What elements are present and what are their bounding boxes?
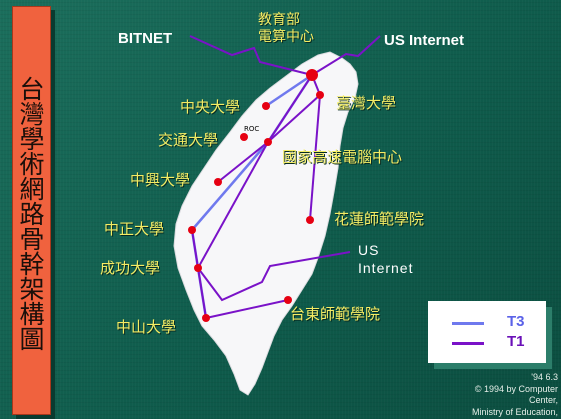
legend-label-t1: T1 — [507, 333, 525, 350]
legend: T3 T1 — [428, 301, 546, 363]
legend-label-t3: T3 — [507, 313, 525, 330]
legend-swatch-t1 — [452, 342, 484, 345]
t3-link-nctu-ccu — [191, 141, 269, 231]
label-nchu: 中興大學 — [130, 171, 191, 189]
label-taitung: 台東師範學院 — [290, 305, 381, 323]
node-code-label: ROC — [244, 125, 260, 133]
label-ccu: 中正大學 — [104, 220, 165, 238]
node-ntu — [316, 91, 324, 99]
t1-link-nctu-ncku — [197, 141, 269, 269]
credit-date: '94 6.3 — [531, 372, 558, 382]
t1-link-ntu-nctu — [267, 94, 321, 143]
node-nctu — [264, 138, 272, 146]
label-ncku: 成功大學 — [100, 259, 161, 277]
label-us-internet-top: US Internet — [384, 32, 465, 49]
nodes — [188, 69, 324, 322]
node-nsysu — [202, 314, 210, 322]
t3-link-moe-ncu — [265, 73, 313, 108]
legend-item-t3: T3 — [452, 313, 542, 331]
us-internet-top-link — [311, 35, 381, 76]
node-moe-center — [306, 69, 318, 81]
label-us-internet-mid-2: Internet — [358, 260, 414, 276]
title-banner: 台灣學術網路骨幹架構圖 — [12, 6, 51, 415]
t1-link-nctu-nchu — [217, 141, 269, 183]
credit-organization: Ministry of Education, R.O.C. — [471, 406, 558, 419]
node-taitung — [284, 296, 292, 304]
t1-link-moe-nctu — [267, 74, 313, 143]
node-nctu-a — [240, 133, 248, 141]
label-nchc: 國家高速電腦中心 — [282, 148, 403, 166]
t1-link-ntu-hualien — [309, 94, 321, 221]
legend-swatch-t3 — [452, 322, 484, 325]
node-ccu — [188, 226, 196, 234]
label-ncu: 中央大學 — [180, 98, 241, 116]
diagram-title: 台灣學術網路骨幹架構圖 — [16, 75, 45, 351]
label-us-internet-mid-1: US — [358, 242, 380, 258]
label-moe-center: 教育部 電算中心 — [258, 12, 314, 45]
label-bitnet: BITNET — [118, 30, 173, 47]
credit-block: '94 6.3 © 1994 by Computer Center, Minis… — [450, 372, 558, 419]
taiwan-island — [173, 51, 359, 396]
node-ncu — [262, 102, 270, 110]
label-ntu: 臺灣大學 — [336, 94, 397, 112]
t1-link-ccu-nsysu — [191, 229, 207, 319]
legend-item-t1: T1 — [452, 333, 542, 351]
bitnet-link — [189, 35, 313, 76]
label-nctu: 交通大學 — [158, 131, 219, 149]
node-ncku — [194, 264, 202, 272]
node-hualien — [306, 216, 314, 224]
credit-copyright: © 1994 by Computer Center, — [474, 383, 558, 406]
label-nsysu: 中山大學 — [116, 318, 177, 336]
us-internet-mid-link — [197, 251, 351, 302]
t1-links — [189, 35, 381, 319]
t1-link-nsysu-taitung — [205, 299, 289, 319]
node-nchu — [214, 178, 222, 186]
label-hualien: 花蓮師範學院 — [334, 210, 425, 228]
